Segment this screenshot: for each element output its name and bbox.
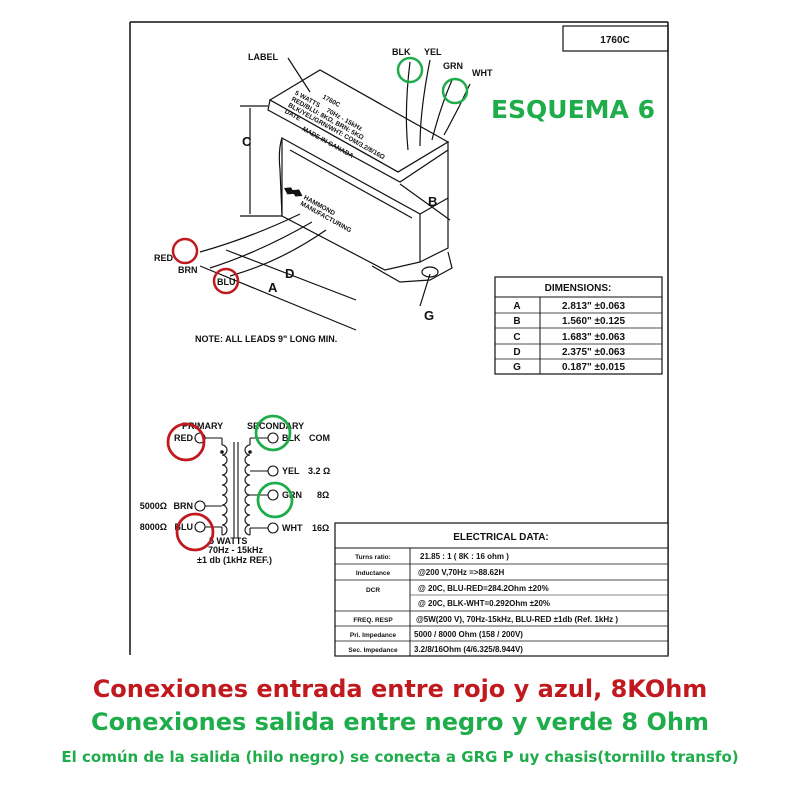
highlight-red-primary xyxy=(166,422,206,462)
lead-yel-top: YEL xyxy=(424,47,442,57)
elec-val-dcr-1: @ 20C, BLU-RED=284.2Ohm ±20% xyxy=(418,584,549,593)
terminal-wht xyxy=(267,522,279,534)
dim-row-d-key: D xyxy=(513,347,520,358)
elec-key-sec: Sec. Impedance xyxy=(348,647,398,654)
dim-row-g-val: 0.187" ±0.015 xyxy=(562,362,625,373)
dim-letter-d: D xyxy=(285,266,294,281)
primary-title: PRIMARY xyxy=(182,421,223,431)
dim-letter-c: C xyxy=(242,134,252,149)
secondary-wht-label: WHT xyxy=(282,523,303,533)
dim-row-a-val: 2.813" ±0.063 xyxy=(562,301,625,312)
highlight-red-left xyxy=(171,237,199,265)
dimensions-table: DIMENSIONS: A 2.813" ±0.063 B 1.560" ±0.… xyxy=(494,276,663,375)
dim-row-a-key: A xyxy=(513,301,520,312)
elec-key-dcr: DCR xyxy=(366,587,380,594)
highlight-blu-left xyxy=(212,267,240,295)
secondary-yel-val: 3.2 Ω xyxy=(308,466,330,476)
dim-row-c-val: 1.683" ±0.063 xyxy=(562,332,625,343)
label-callout: LABEL xyxy=(248,52,278,62)
dim-letter-g: G xyxy=(424,308,434,323)
secondary-wht-val: 16Ω xyxy=(312,523,329,533)
elec-val-sec: 3.2/8/16Ohm (4/6.325/8.944V) xyxy=(414,645,523,654)
primary-brn-imp: 5000Ω xyxy=(140,501,167,511)
caption-input-connections: Conexiones entrada entre rojo y azul, 8K… xyxy=(92,675,708,703)
secondary-blk-label: BLK xyxy=(282,433,301,443)
lead-blk-top: BLK xyxy=(392,47,411,57)
elec-key-pri: Pri. Impedance xyxy=(350,632,397,639)
dim-letter-a: A xyxy=(268,280,278,295)
highlight-grn-top xyxy=(441,77,469,105)
spec-watts: 5 WATTS xyxy=(209,536,247,546)
caption-ground-note: El común de la salida (hilo negro) se co… xyxy=(61,748,739,766)
elec-key-turns: Turns ratio: xyxy=(355,554,391,561)
lead-blu-left: BLU xyxy=(217,277,236,287)
highlight-blk-secondary xyxy=(254,414,292,452)
highlight-blk-top xyxy=(396,56,424,84)
dim-row-d-val: 2.375" ±0.063 xyxy=(562,347,625,358)
electrical-data-table: ELECTRICAL DATA: Turns ratio: 21.85 : 1 … xyxy=(334,522,669,657)
primary-red-label: RED xyxy=(174,433,194,443)
electrical-title: ELECTRICAL DATA: xyxy=(453,532,549,543)
elec-val-pri: 5000 / 8000 Ohm (158 / 200V) xyxy=(414,630,523,639)
schematic: PRIMARY SECONDARY xyxy=(140,414,330,565)
terminal-yel xyxy=(267,465,279,477)
dim-row-c-key: C xyxy=(513,332,520,343)
highlight-grn-secondary xyxy=(256,481,294,519)
terminal-grn xyxy=(267,489,279,501)
primary-brn-label: BRN xyxy=(174,501,194,511)
spec-freq: 70Hz - 15kHz xyxy=(208,545,264,555)
terminal-brn xyxy=(194,500,206,512)
lead-wht-top: WHT xyxy=(472,68,493,78)
secondary-blk-val: COM xyxy=(309,433,330,443)
elec-val-dcr-2: @ 20C, BLK-WHT=0.292Ohm ±20% xyxy=(418,599,550,608)
part-number: 1760C xyxy=(600,35,629,46)
lead-red-left: RED xyxy=(154,253,174,263)
caption-output-connections: Conexiones salida entre negro y verde 8 … xyxy=(91,708,709,736)
dim-row-b-val: 1.560" ±0.125 xyxy=(562,316,625,327)
lead-brn-left: BRN xyxy=(178,265,198,275)
elec-key-freq: FREQ. RESP xyxy=(353,617,393,624)
elec-val-turns: 21.85 : 1 ( 8K : 16 ohm ) xyxy=(420,552,509,561)
elec-val-freq: @5W(200 V), 70Hz-15kHz, BLU-RED ±1db (Re… xyxy=(416,615,618,624)
dim-letter-b: B xyxy=(428,194,437,209)
secondary-grn-val: 8Ω xyxy=(317,490,329,500)
dim-row-b-key: B xyxy=(513,316,520,327)
primary-blu-imp: 8000Ω xyxy=(140,522,167,532)
terminal-blk xyxy=(267,432,279,444)
schema-title: ESQUEMA 6 xyxy=(491,95,655,124)
elec-val-inductance: @200 V,70Hz =>88.62H xyxy=(418,568,504,577)
lead-grn-top: GRN xyxy=(443,61,463,71)
secondary-title: SECONDARY xyxy=(247,421,304,431)
dimensions-title: DIMENSIONS: xyxy=(545,283,612,294)
terminal-blu xyxy=(194,521,206,533)
spec-db: ±1 db (1kHz REF.) xyxy=(197,555,272,565)
dim-row-g-key: G xyxy=(513,362,521,373)
highlight-blu-primary xyxy=(175,512,215,552)
elec-key-inductance: Inductance xyxy=(356,570,391,577)
leads-note: NOTE: ALL LEADS 9" LONG MIN. xyxy=(195,334,337,344)
secondary-yel-label: YEL xyxy=(282,466,300,476)
part-number-box xyxy=(562,25,669,52)
primary-blu-label: BLU xyxy=(175,522,194,532)
